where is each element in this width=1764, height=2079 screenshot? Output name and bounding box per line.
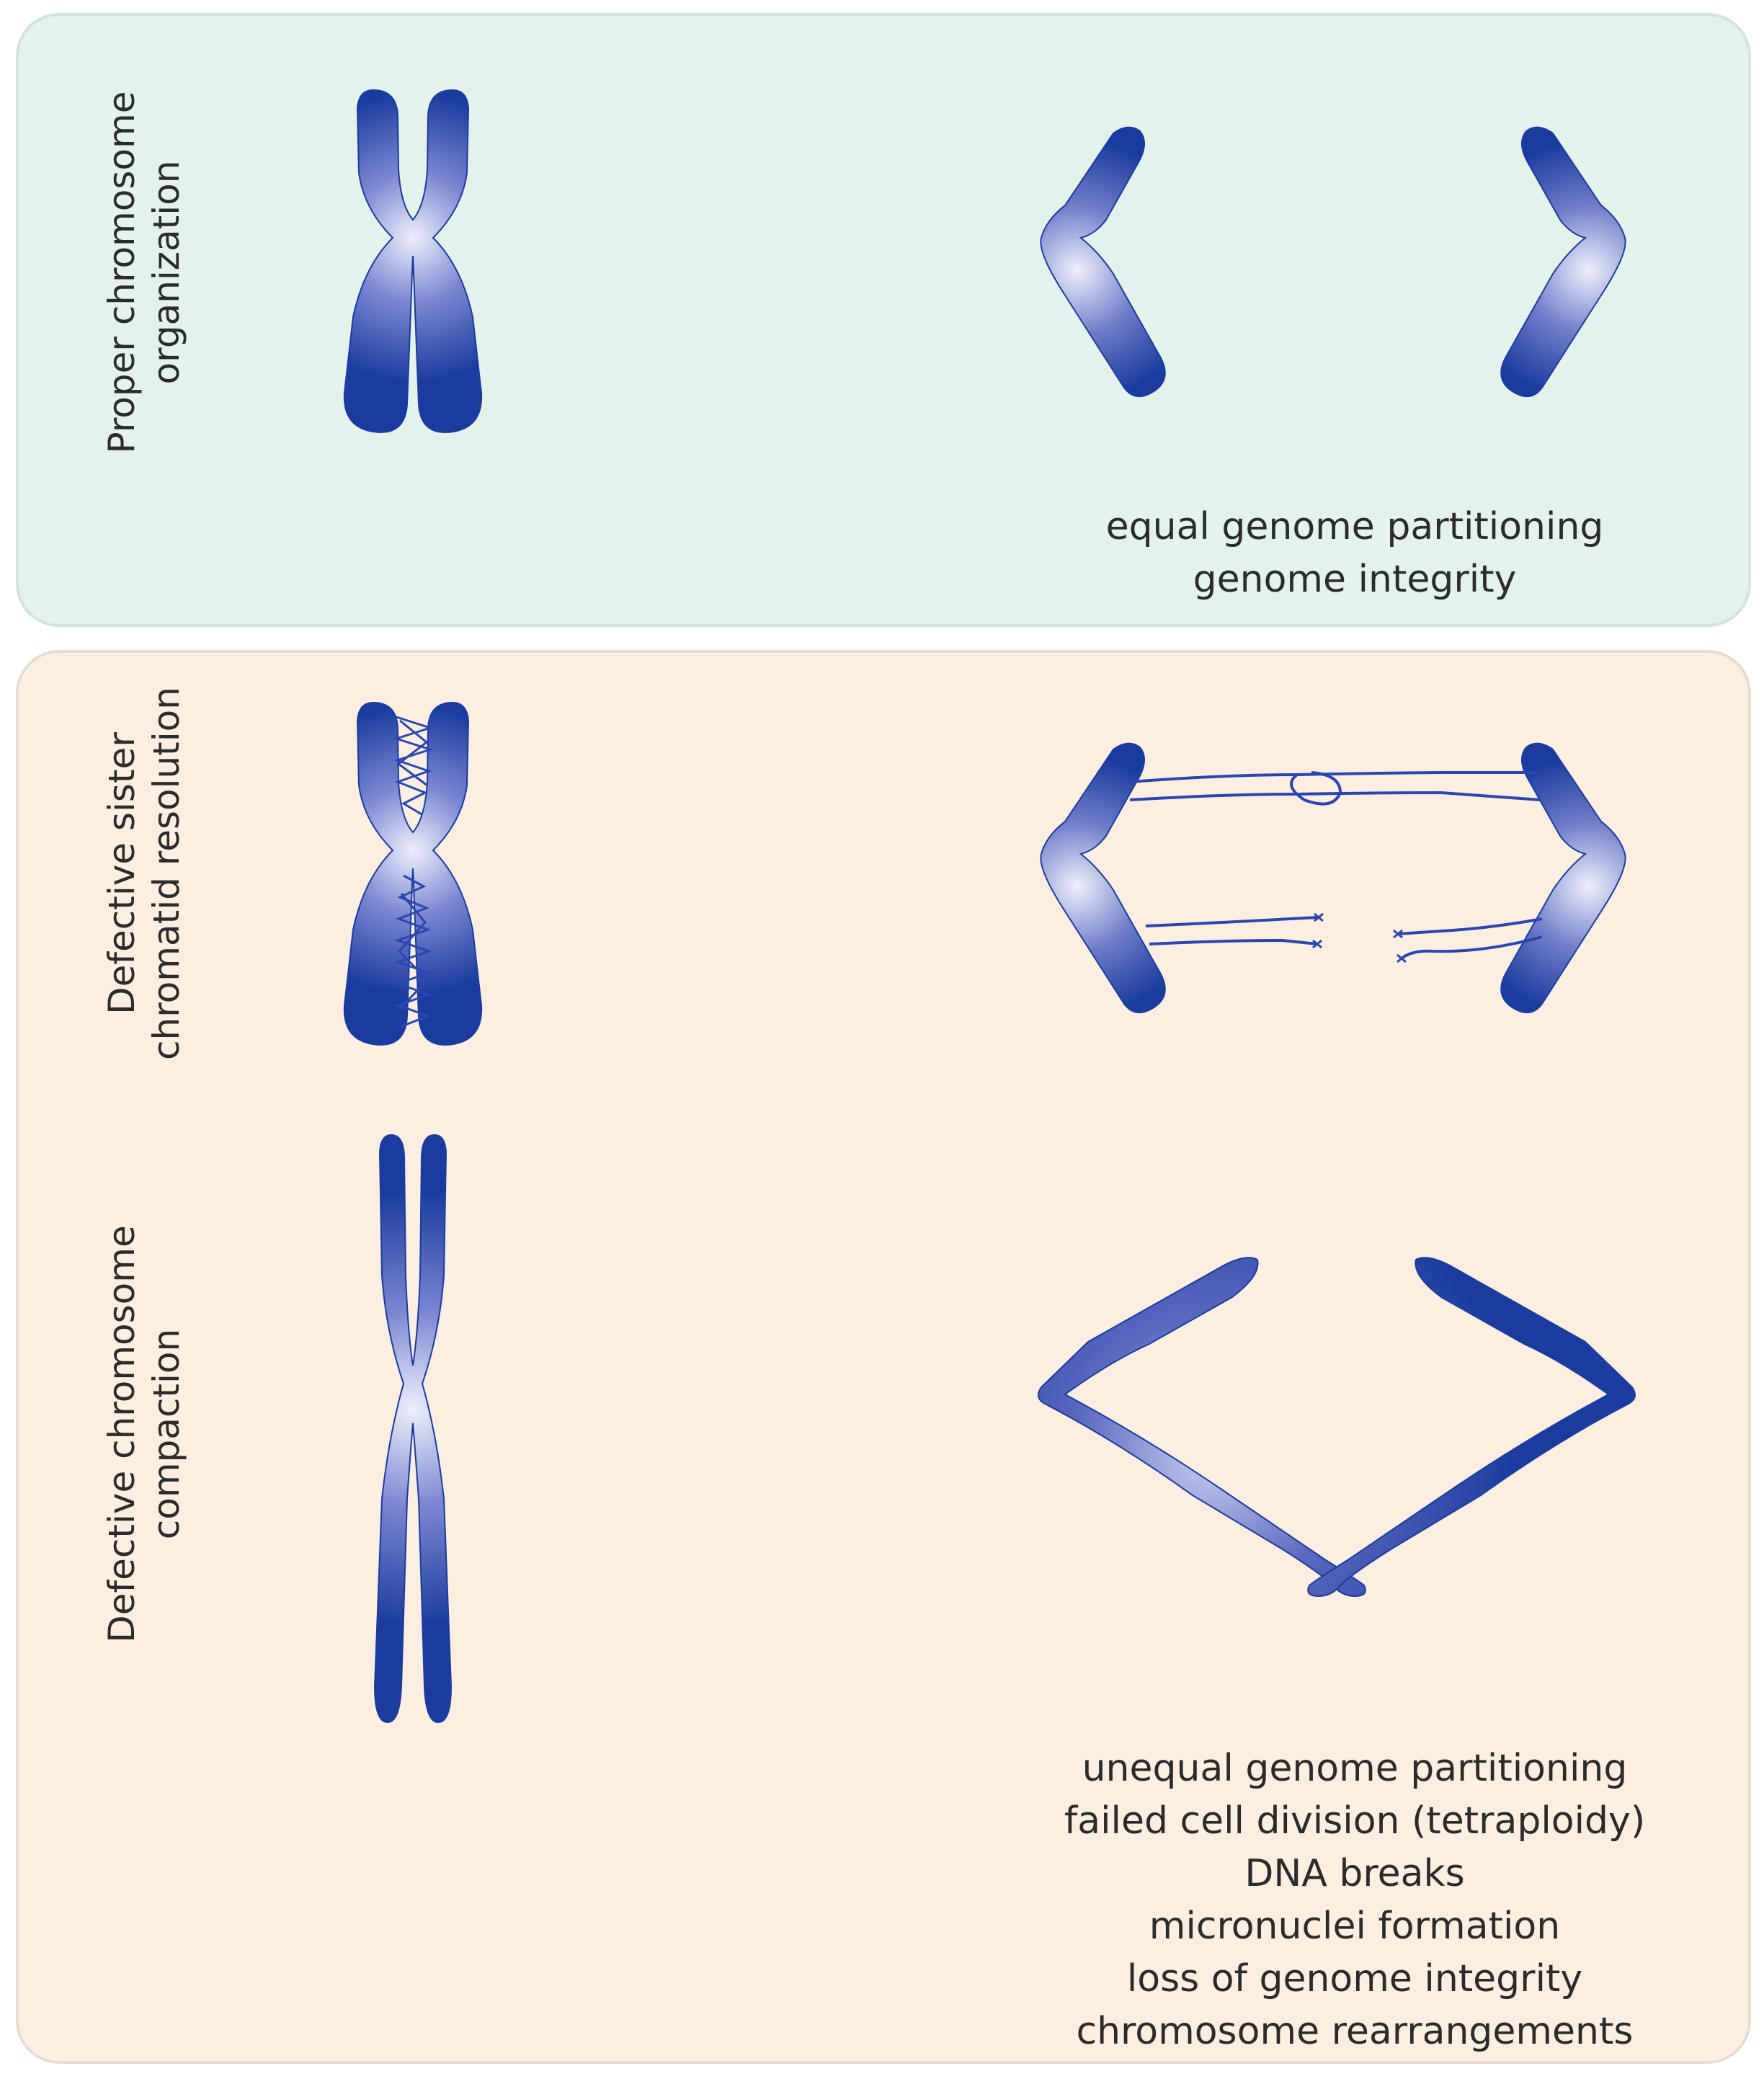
defective-organization-panel	[16, 650, 1751, 2064]
outcome-line: chromosome rearrangements	[1076, 2010, 1634, 2053]
outcome-line: equal genome partitioning	[1105, 505, 1604, 548]
dna-bridge-threads	[1129, 771, 1543, 960]
elongated-chromosome	[373, 1134, 453, 1724]
proper-outcomes: equal genome partitioning genome integri…	[1106, 501, 1604, 606]
catenated-chromosome	[343, 701, 483, 1046]
outcome-line: micronuclei formation	[1149, 1905, 1561, 1948]
condensed-chromosome	[343, 89, 483, 434]
catenane-threads	[393, 716, 434, 1028]
proper-organization-panel	[16, 13, 1751, 627]
defective-resolution-label: Defective sister chromatid resolution	[99, 687, 189, 1060]
proper-organization-label: Proper chromosome organization	[99, 92, 189, 454]
outcome-line: unequal genome partitioning	[1082, 1747, 1628, 1790]
side-label-line: compaction	[146, 1328, 187, 1540]
outcome-line: DNA breaks	[1244, 1852, 1465, 1895]
side-label-line: chromatid resolution	[146, 687, 187, 1060]
side-label-line: Defective sister	[101, 732, 143, 1015]
separated-chromatids	[1040, 126, 1626, 398]
anaphase-bridges	[1040, 742, 1626, 1014]
side-label-line: Proper chromosome	[101, 91, 143, 454]
outcome-line: failed cell division (tetraploidy)	[1064, 1799, 1646, 1843]
dna-break-ends	[1312, 912, 1407, 963]
stretched-chromatids	[1038, 1257, 1636, 1598]
outcome-line: genome integrity	[1193, 558, 1517, 601]
side-label-line: organization	[146, 160, 187, 385]
defective-compaction-label: Defective chromosome compaction	[99, 1225, 189, 1643]
outcome-line: loss of genome integrity	[1126, 1957, 1583, 2000]
defective-outcomes: unequal genome partitioning failed cell …	[1064, 1742, 1645, 2058]
side-label-line: Defective chromosome	[101, 1225, 143, 1643]
